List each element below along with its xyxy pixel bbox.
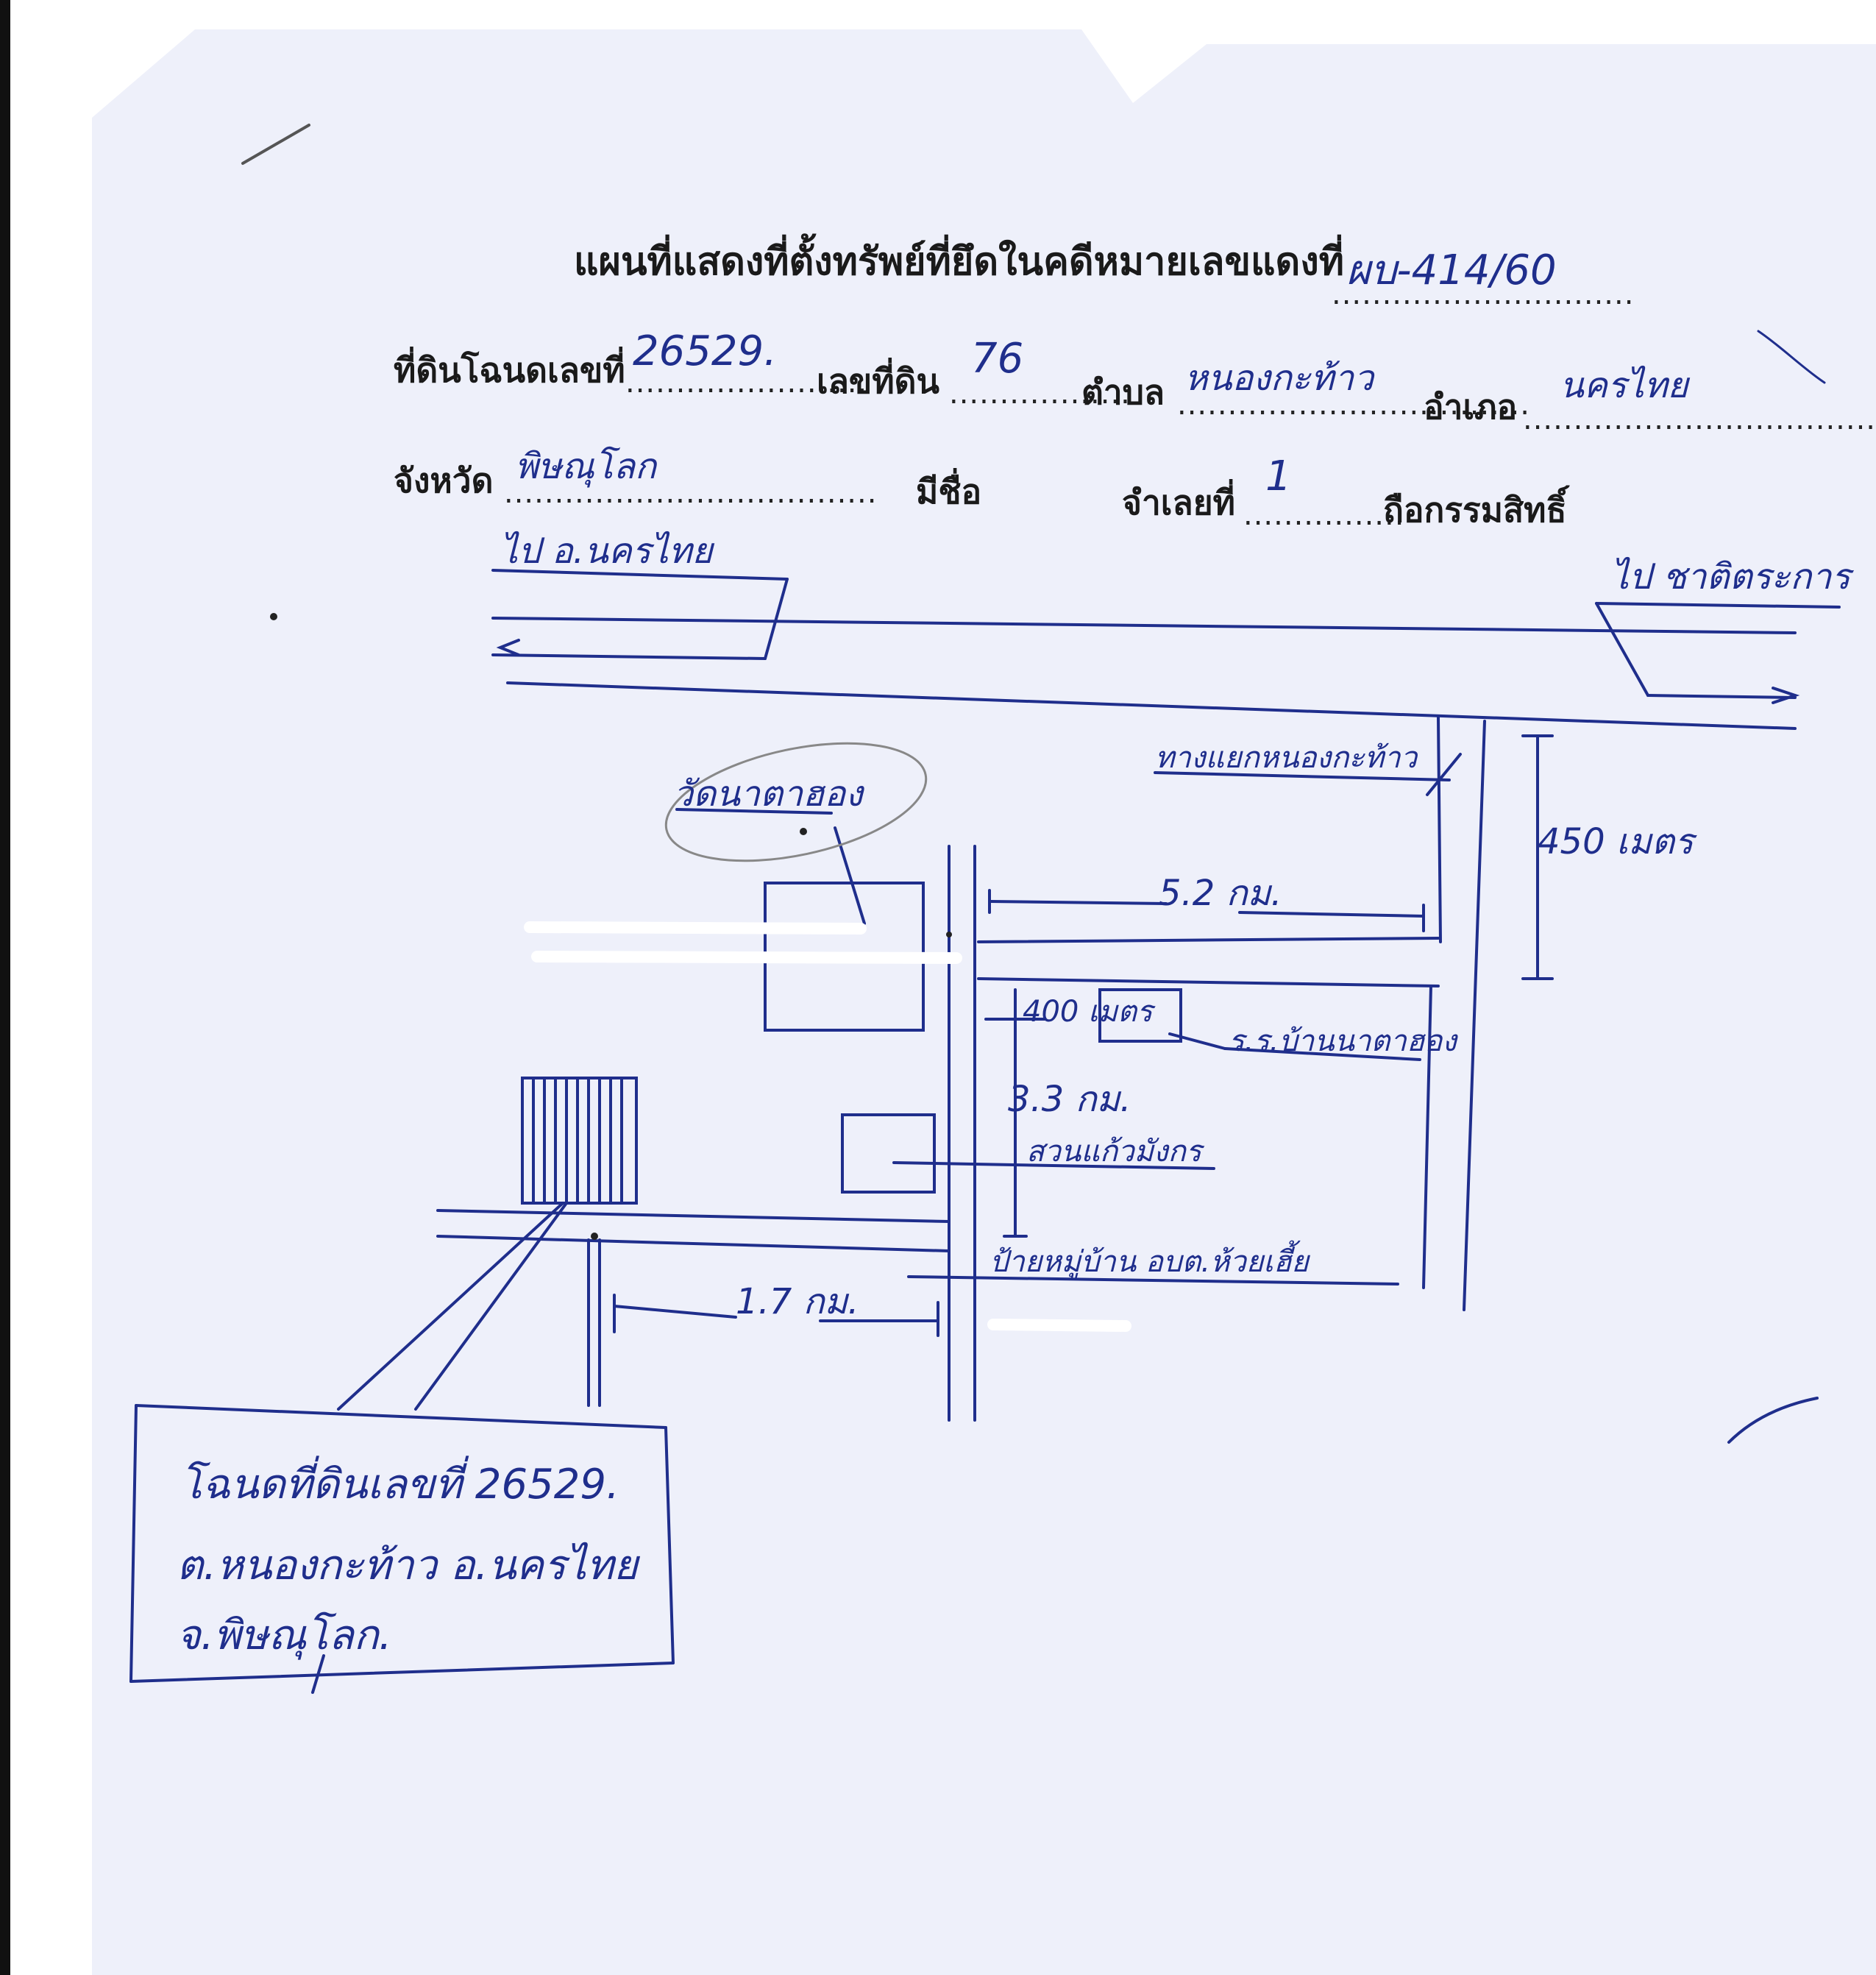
mortgage-no-label: จำเลยที่ bbox=[1122, 483, 1235, 522]
distance-400-label: 400 เมตร bbox=[1023, 995, 1153, 1029]
junction-label: ทางแยกหนองกะท้าว bbox=[1155, 741, 1418, 775]
deed-number: 26529. bbox=[633, 327, 777, 375]
ink-lines bbox=[129, 124, 1841, 1694]
mortgage-no: 1 bbox=[1265, 453, 1292, 500]
case-number-dots: .............................. bbox=[1332, 277, 1635, 311]
paper-sheet bbox=[92, 29, 1876, 1975]
province-dots: ..................................... bbox=[504, 476, 878, 510]
whiteout-marks bbox=[524, 921, 1131, 1332]
legend-line-2: ต.หนองกะท้าว อ.นครไทย bbox=[177, 1542, 639, 1589]
province: พิษณุโลก bbox=[515, 446, 657, 487]
distance-450-label: 450 เมตร bbox=[1538, 821, 1694, 862]
bus-stop-label: ป้ายหมู่บ้าน อบต.ห้วยเฮี้ย bbox=[989, 1245, 1309, 1279]
distance-3-label: 3.3 กม. bbox=[1008, 1079, 1131, 1120]
distance-5-label: 5.2 กม. bbox=[1159, 873, 1282, 914]
subdistrict: หนองกะท้าว bbox=[1184, 358, 1374, 399]
legend-line-1: โฉนดที่ดินเลขที่ 26529. bbox=[180, 1461, 619, 1508]
has-name-label: มีชื่อ bbox=[916, 472, 982, 511]
district: นครไทย bbox=[1560, 365, 1688, 406]
deed-dots: ........................ bbox=[625, 366, 868, 400]
form-title: แผนที่แสดงที่ตั้งทรัพย์ที่ยึดในคดีหมายเล… bbox=[574, 240, 1344, 284]
land-no-label: เลขที่ดิน bbox=[817, 361, 939, 401]
distance-1-label: 1.7 กม. bbox=[736, 1281, 859, 1322]
subdistrict-label: ตำบล bbox=[1081, 372, 1165, 412]
legend-line-3: จ.พิษณุโลก. bbox=[177, 1611, 392, 1659]
school-label: ร.ร.บ้านนาตาฮอง bbox=[1229, 1024, 1457, 1058]
ownership-label: ถือกรรมสิทธิ์ bbox=[1383, 490, 1567, 530]
to-east-label: ไป ชาติตระการ bbox=[1611, 556, 1851, 598]
case-number: ผบ-414/60 bbox=[1346, 247, 1557, 294]
deed-label: ที่ดินโฉนดเลขที่ bbox=[394, 350, 625, 390]
scan-specks bbox=[270, 613, 952, 1240]
province-label: จังหวัด bbox=[394, 461, 494, 500]
subdistrict-dots: ................................... bbox=[1177, 388, 1531, 422]
land-no: 76 bbox=[971, 335, 1024, 383]
scan-edge bbox=[0, 0, 10, 1975]
temple-label: วัดนาตาฮอง bbox=[673, 773, 863, 815]
to-west-label: ไป อ.นครไทย bbox=[500, 531, 713, 572]
garden-label: สวนแก้วมังกร bbox=[1026, 1135, 1202, 1169]
district-label: อำเภอ bbox=[1424, 387, 1518, 427]
mortgage-no-dots: ................ bbox=[1243, 498, 1405, 532]
district-dots: ..................................... bbox=[1523, 403, 1876, 436]
land-no-dots: .................. bbox=[949, 377, 1131, 411]
